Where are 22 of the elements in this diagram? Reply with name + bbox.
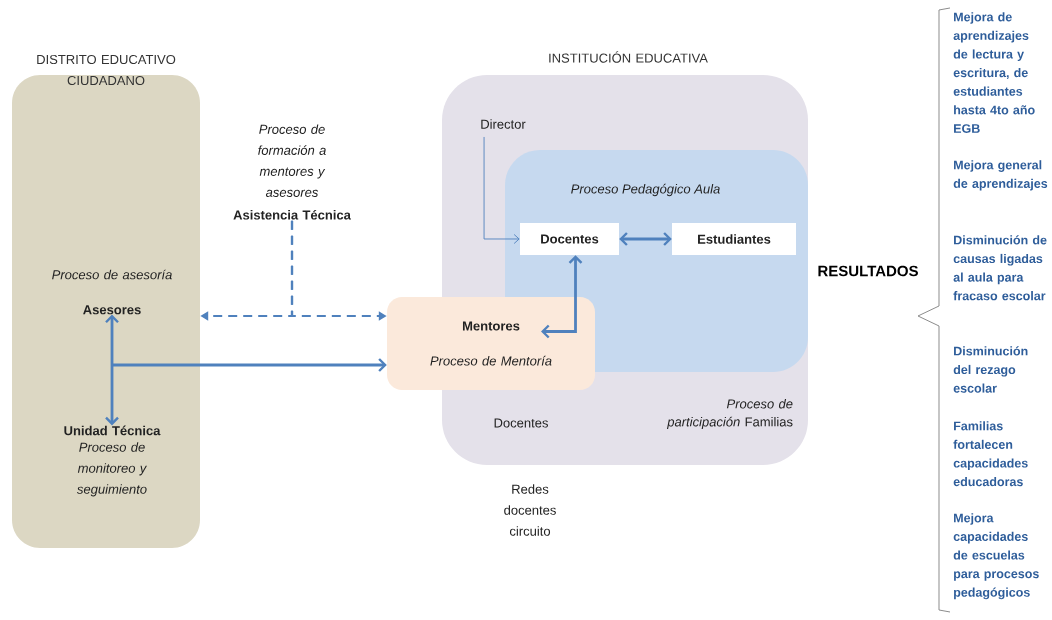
node-label: INSTITUCIÓN EDUCATIVA: [549, 51, 708, 63]
result-text: Mejora de aprendizajes de lectura y escritura, de estudiantes hasta 4to año EGB: [953, 12, 1035, 133]
arrow: [619, 232, 672, 246]
arrow: [483, 136, 520, 244]
arrow: [105, 314, 119, 426]
result-text: Familias fortalecen capacidades educadoras: [953, 421, 1028, 487]
result-text: Mejora general de aprendizajes: [953, 160, 1048, 191]
mentoring-box: Mentores Proceso de Mentoría: [387, 297, 595, 390]
text-label: Proceso de formación a mentores y asesores Asistencia Técnica: [233, 124, 351, 220]
result-text: Disminución del rezago escolar: [953, 346, 1028, 393]
result-text: Mejora capacidades de escuelas para procesos pedagógicos: [953, 513, 1039, 600]
process-box: Estudiantes: [672, 223, 796, 255]
result-text: Disminución de causas ligadas al aula para fracaso escolar: [953, 235, 1047, 301]
process-box: Docentes: [520, 223, 619, 255]
arrow: [112, 358, 387, 372]
node-label: DISTRITO EDUCATIVO: [37, 54, 176, 65]
text-label: Proceso de asesoría Asesores: [52, 269, 172, 315]
text-label: Redes docentes circuito: [504, 484, 556, 536]
text-label: Unidad Técnica Proceso de monitoreo y seguimiento: [64, 425, 161, 497]
arrow: [541, 255, 583, 339]
heading: RESULTADOS: [818, 265, 918, 277]
text-label: Director: [481, 119, 526, 129]
